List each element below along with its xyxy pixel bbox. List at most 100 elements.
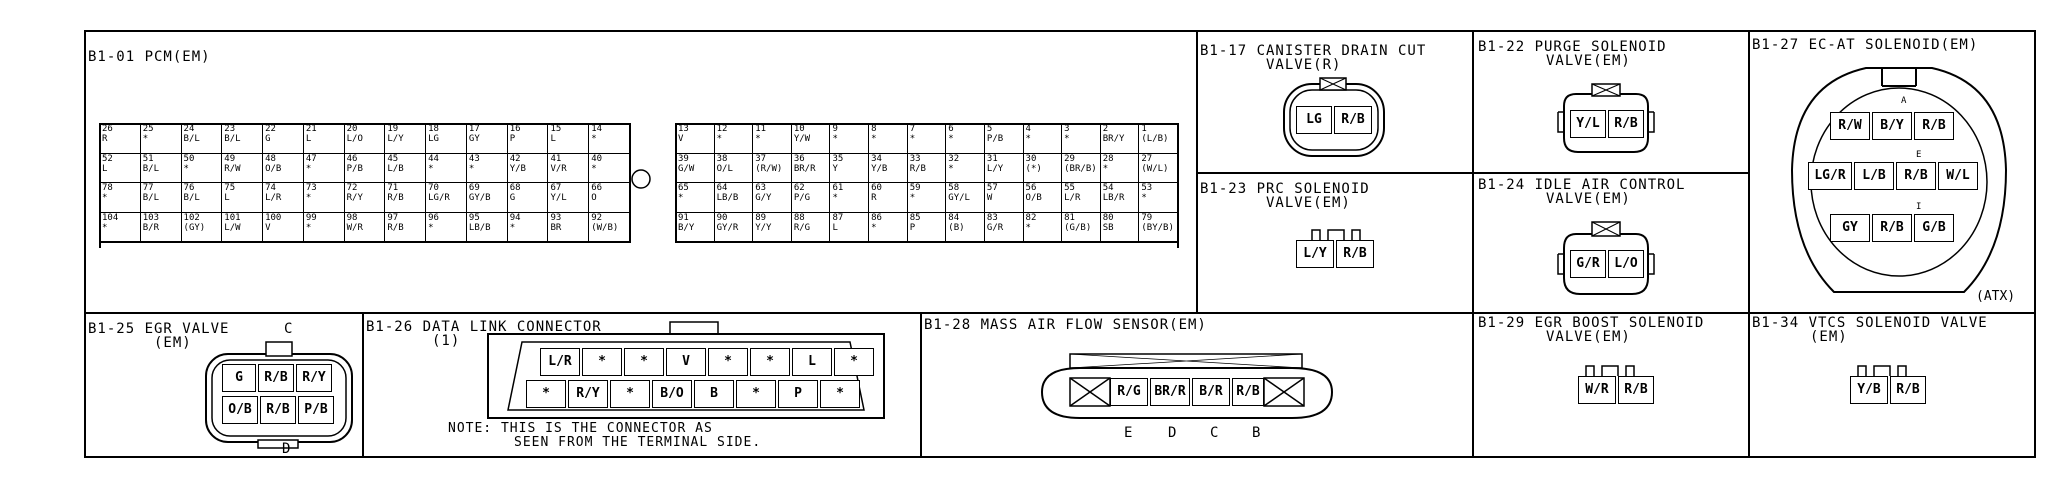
divider-b126 (920, 312, 922, 458)
pcm-connector (96, 116, 1186, 248)
b122-title-2: VALVE(EM) (1546, 53, 1631, 69)
pcm-right-pin-34: 34 Y/B (869, 153, 908, 183)
pcm-right-pin-86: 86 * (869, 212, 908, 242)
b124-title-2: VALVE(EM) (1546, 191, 1631, 207)
b126-r2-pin-4: B/O (652, 380, 692, 408)
b122-title-1: B1-22 PURGE SOLENOID (1478, 39, 1667, 55)
pcm-right-pin-64: 64 LB/B (714, 183, 754, 213)
pcm-right-pin-29: 29 (BR/B) (1062, 153, 1101, 183)
b129-title-1: B1-29 EGR BOOST SOLENOID (1478, 315, 1705, 331)
pcm-right-pin-9: 9 * (830, 124, 870, 154)
diagram-frame (84, 30, 2036, 458)
pcm-left-pin-73: 73 * (303, 183, 345, 213)
b126-r1-pin-6: * (750, 348, 790, 376)
b125-connector (205, 341, 353, 449)
pcm-left-pin-44: 44 * (426, 153, 467, 183)
b124-title-1: B1-24 IDLE AIR CONTROL (1478, 177, 1686, 193)
pcm-left-pin-76: 76 B/L (181, 183, 223, 213)
b127-note: (ATX) (1976, 289, 2016, 304)
pcm-right-pin-27: 27 (W/L) (1139, 153, 1178, 183)
pcm-left-pin-26: 26 R (100, 124, 141, 154)
pcm-left-pin-68: 68 G (507, 183, 549, 213)
pcm-right-pin-63: 63 G/Y (753, 183, 792, 213)
b127-r2-pin-2: L/B (1854, 162, 1894, 190)
b127-r3-pin-2: R/B (1872, 214, 1912, 242)
pcm-right-pin-80: 80 SB (1100, 212, 1140, 242)
pcm-right-pin-57: 57 W (984, 183, 1024, 213)
pcm-left-pin-66: 66 O (589, 183, 630, 213)
divider-b117 (1472, 30, 1474, 312)
pcm-left-pin-70: 70 LG/R (426, 183, 467, 213)
b127-r2-pin-3: R/B (1896, 162, 1936, 190)
b123-connector-tab (1311, 229, 1361, 240)
pcm-right-pin-3: 3 * (1062, 124, 1101, 154)
b126-r2-pin-5: B (694, 380, 734, 408)
pcm-left-pin-17: 17 GY (466, 124, 508, 154)
pcm-right-pin-59: 59 * (907, 183, 947, 213)
pcm-left-pin-72: 72 R/Y (344, 183, 386, 213)
b127-r1-pin-1: R/W (1830, 112, 1870, 140)
b134-pin-1: Y/B (1850, 376, 1888, 404)
pcm-left-pin-99: 99 * (303, 212, 345, 242)
b127-r2-pin-1: LG/R (1808, 162, 1852, 190)
b128-connector (1040, 353, 1334, 419)
pcm-left-pin-78: 78 * (100, 183, 141, 213)
b126-r2-pin-2: R/Y (568, 380, 608, 408)
pcm-right-pin-30: 30 (*) (1023, 153, 1063, 183)
pcm-right-pin-84: 84 (B) (946, 212, 985, 242)
pcm-left-pin-21: 21 L (303, 124, 345, 154)
pcm-right-pin-89: 89 Y/Y (753, 212, 792, 242)
b124-pin-1: G/R (1570, 250, 1606, 278)
pcm-left-pin-77: 77 B/L (140, 183, 182, 213)
b128-letter-d: D (1168, 425, 1178, 441)
b123-pin-1: L/Y (1296, 240, 1334, 268)
pcm-right-pin-33: 33 R/B (907, 153, 947, 183)
pcm-right-pin-37: 37 (R/W) (753, 153, 792, 183)
b126-title-2: (1) (432, 333, 461, 349)
b101-title: B1-01 PCM(EM) (88, 49, 211, 65)
pcm-left-pin-25: 25 * (140, 124, 182, 154)
b129-pin-1: W/R (1578, 376, 1616, 404)
pcm-left-pin-48: 48 O/B (263, 153, 304, 183)
b127-title: B1-27 EC-AT SOLENOID(EM) (1752, 37, 1979, 53)
pcm-right-pin-54: 54 LB/R (1100, 183, 1140, 213)
pcm-left-pin-74: 74 L/R (263, 183, 304, 213)
b128-pin-2: BR/R (1150, 378, 1190, 406)
pcm-right-pin-28: 28 * (1100, 153, 1140, 183)
b134-pin-2: R/B (1890, 376, 1926, 404)
b126-r1-pin-3: * (624, 348, 664, 376)
pcm-right-pin-88: 88 R/G (791, 212, 831, 242)
pcm-left-pin-15: 15 L (548, 124, 590, 154)
pcm-right-pin-36: 36 BR/R (791, 153, 831, 183)
pcm-left-pin-24: 24 B/L (181, 124, 223, 154)
pcm-left-pin-98: 98 W/R (344, 212, 386, 242)
b125-r1-pin-3: R/Y (296, 364, 332, 392)
b126-r1-pin-2: * (582, 348, 622, 376)
pcm-right-pin-87: 87 L (830, 212, 870, 242)
b125-label-d: D (282, 441, 292, 457)
b127-r3-pin-3: G/B (1914, 214, 1954, 242)
pcm-left-pin-100: 100 V (263, 212, 304, 242)
b126-title-1: B1-26 DATA LINK CONNECTOR (366, 319, 602, 335)
b128-pin-1: R/G (1110, 378, 1148, 406)
b117-title-1: B1-17 CANISTER DRAIN CUT (1200, 43, 1427, 59)
b129-connector-tab (1585, 365, 1635, 376)
divider-b101 (1196, 30, 1198, 312)
divider-b117-b123 (1196, 172, 1472, 174)
pcm-right-pin-83: 83 G/R (984, 212, 1024, 242)
b123-pin-2: R/B (1336, 240, 1374, 268)
b128-letter-b: B (1252, 425, 1262, 441)
pcm-left-pin-102: 102 (GY) (181, 212, 223, 242)
b122-pin-2: R/B (1608, 110, 1644, 138)
pcm-left-pin-49: 49 R/W (222, 153, 264, 183)
pcm-left-pin-16: 16 P (507, 124, 549, 154)
b117-pin-1: LG (1296, 106, 1332, 134)
pcm-left-pin-95: 95 LB/B (466, 212, 508, 242)
b128-letter-c: C (1210, 425, 1220, 441)
pcm-left-pin-43: 43 * (466, 153, 508, 183)
b127-label-e: E (1916, 150, 1922, 160)
pcm-right-pin-81: 81 (G/B) (1062, 212, 1101, 242)
pcm-right-pin-60: 60 R (869, 183, 908, 213)
